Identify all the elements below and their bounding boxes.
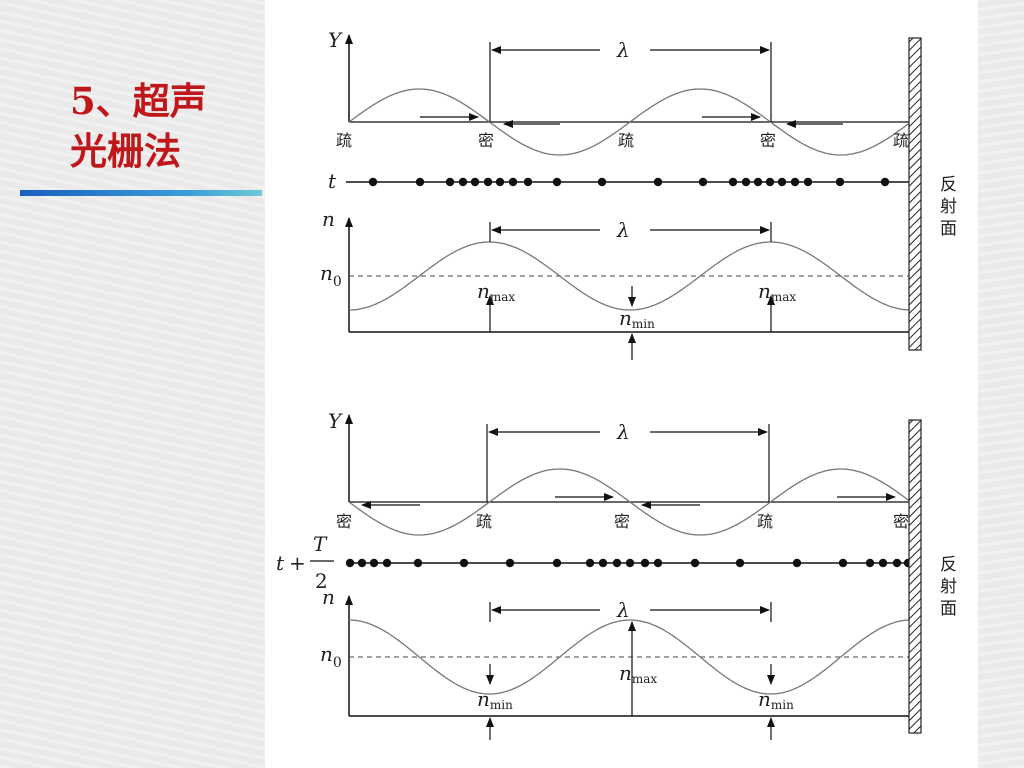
top-node-label: 疏: [618, 131, 634, 150]
title-underline: [20, 190, 262, 196]
bottom-node-label: 疏: [757, 512, 773, 531]
particle-dot: [505, 558, 515, 568]
top-nmax-label: nmax: [758, 279, 796, 304]
top-diagram: Y λ 疏 密 疏 密 疏 t n n0: [320, 28, 957, 360]
bottom-n-axis-label: n: [322, 585, 335, 609]
bottom-node-label: 密: [893, 512, 909, 531]
particle-dot: [625, 558, 635, 568]
bottom-reflector: [908, 419, 922, 734]
bottom-n0-label: n0: [320, 642, 342, 671]
right-background: [978, 0, 1024, 768]
particle-dot: [892, 558, 902, 568]
top-lambda-label: λ: [616, 38, 630, 62]
top-node-label: 密: [478, 131, 494, 150]
bottom-refractive-index-wave: [349, 619, 910, 695]
title-line-1: 5、超声: [70, 79, 207, 123]
bottom-time-2: 2: [315, 569, 328, 593]
bottom-reflector-label: 反: [940, 555, 957, 575]
top-time-label: t: [328, 169, 337, 193]
left-background: [0, 0, 265, 768]
particle-dot: [382, 558, 392, 568]
bottom-y-axis-label: Y: [328, 409, 343, 433]
particle-dot: [597, 177, 607, 187]
bottom-nmax-label: nmax: [619, 661, 657, 686]
particle-dot: [878, 558, 888, 568]
slide-title: 5、超声 光栅法: [70, 76, 250, 176]
top-reflector-label: 反: [940, 175, 957, 195]
bottom-reflector-label: 射: [940, 577, 957, 597]
particle-dot: [735, 558, 745, 568]
bottom-particle-dots: [345, 558, 913, 568]
particle-dot: [508, 177, 518, 187]
bottom-node-label: 密: [614, 512, 630, 531]
particle-dot: [369, 558, 379, 568]
particle-dot: [413, 558, 423, 568]
bottom-nmin-label: nmin: [758, 687, 794, 712]
particle-dot: [368, 177, 378, 187]
top-node-label: 疏: [336, 131, 352, 150]
bottom-nmin-label: nmin: [477, 687, 513, 712]
top-nmax-label: nmax: [477, 279, 515, 304]
particle-dot: [792, 558, 802, 568]
bottom-node-label: 密: [336, 512, 352, 531]
particle-dot: [690, 558, 700, 568]
particle-dot: [415, 177, 425, 187]
top-y-axis-label: Y: [328, 28, 343, 52]
particle-dot: [357, 558, 367, 568]
particle-dot: [470, 177, 480, 187]
particle-dot: [765, 177, 775, 187]
particle-dot: [790, 177, 800, 187]
top-node-label: 疏: [893, 131, 909, 150]
particle-dot: [523, 177, 533, 187]
top-node-label: 密: [760, 131, 776, 150]
title-line-2: 光栅法: [70, 129, 181, 173]
particle-dot: [838, 558, 848, 568]
particle-dot: [777, 177, 787, 187]
particle-dot: [552, 558, 562, 568]
particle-dot: [598, 558, 608, 568]
top-particle-dots: [368, 177, 890, 187]
top-reflector-label: 面: [940, 219, 957, 239]
top-n-axis-label: n: [322, 207, 335, 231]
particle-dot: [483, 177, 493, 187]
bottom-lambda-label: λ: [616, 420, 630, 444]
particle-dot: [552, 177, 562, 187]
particle-dot: [728, 177, 738, 187]
bottom-time-plus: +: [289, 551, 306, 575]
top-n-lambda-label: λ: [616, 218, 630, 242]
top-refractive-index-wave: [349, 241, 910, 311]
particle-dot: [698, 177, 708, 187]
top-nmin-label: nmin: [619, 306, 655, 331]
bottom-time-T: T: [313, 532, 328, 556]
particle-dot: [612, 558, 622, 568]
particle-dot: [345, 558, 355, 568]
bottom-reflector-label: 面: [940, 599, 957, 619]
top-reflector: [908, 37, 922, 351]
particle-dot: [653, 177, 663, 187]
particle-dot: [445, 177, 455, 187]
bottom-n-lambda-label: λ: [616, 598, 630, 622]
particle-dot: [803, 177, 813, 187]
bottom-diagram: Y λ 密 疏 密 疏 密 t + T 2 n n0: [276, 409, 957, 740]
particle-dot: [753, 177, 763, 187]
top-n0-label: n0: [320, 261, 342, 290]
particle-dot: [495, 177, 505, 187]
bottom-displacement-wave: [348, 468, 910, 536]
particle-dot: [585, 558, 595, 568]
particle-dot: [880, 177, 890, 187]
particle-dot: [458, 177, 468, 187]
top-reflector-label: 射: [940, 197, 957, 217]
bottom-time-t: t: [276, 551, 285, 575]
top-displacement-wave: [348, 88, 910, 156]
particle-dot: [459, 558, 469, 568]
particle-dot: [640, 558, 650, 568]
particle-dot: [653, 558, 663, 568]
bottom-node-label: 疏: [476, 512, 492, 531]
particle-dot: [835, 177, 845, 187]
particle-dot: [741, 177, 751, 187]
particle-dot: [865, 558, 875, 568]
